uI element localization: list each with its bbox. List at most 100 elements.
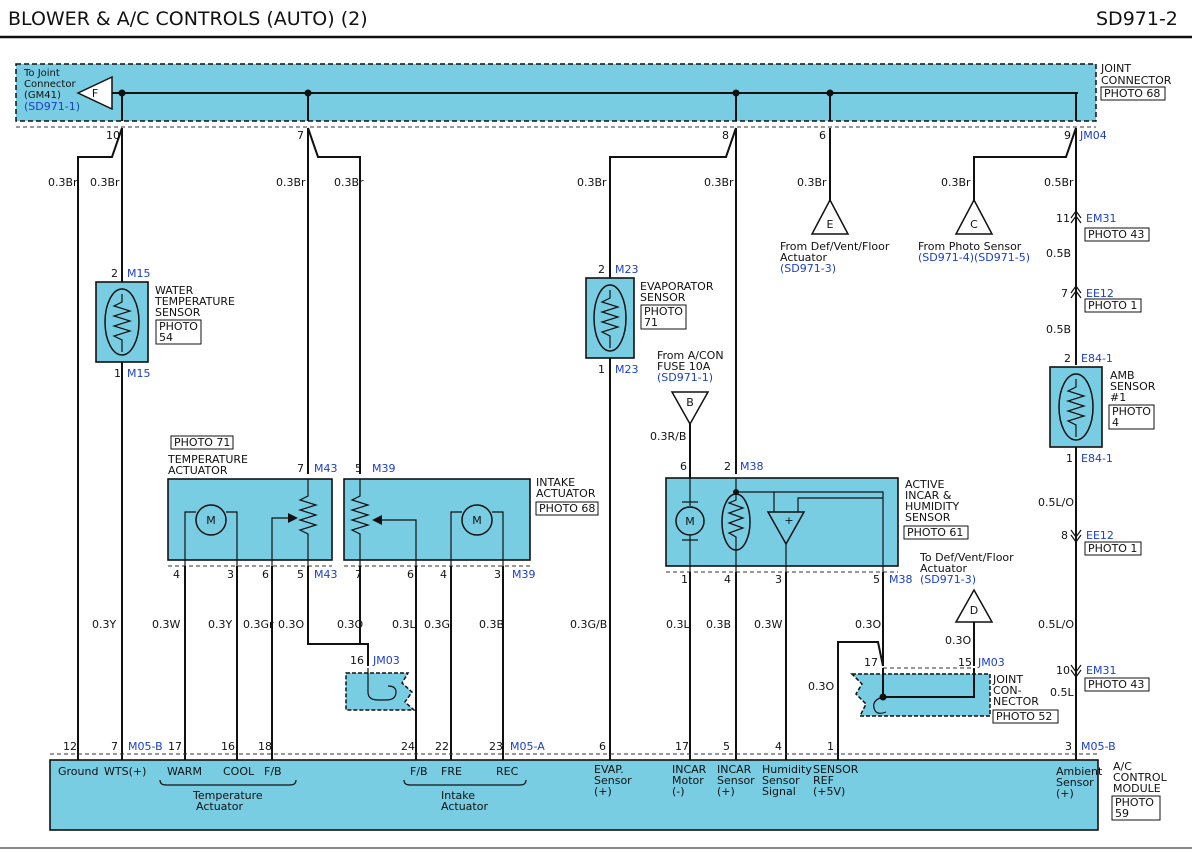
pin: 4 bbox=[173, 568, 180, 581]
inline-pin: 11 bbox=[1056, 212, 1070, 225]
amplifier-glyph: + bbox=[784, 514, 793, 527]
pin: 17 bbox=[168, 740, 182, 753]
wire-label: 0.3Br bbox=[577, 176, 607, 189]
flag-text: Actuator bbox=[780, 251, 827, 264]
motor-lead bbox=[226, 511, 238, 566]
flag-c-icon bbox=[954, 198, 994, 235]
pin: 22 bbox=[435, 740, 449, 753]
wiper-lead bbox=[271, 517, 290, 566]
pin: 2 bbox=[724, 460, 731, 473]
pin: 15 bbox=[958, 656, 972, 669]
ref-lead bbox=[736, 491, 884, 572]
flag-text: FUSE 10A bbox=[657, 360, 711, 373]
module-pin-label: REF bbox=[813, 774, 834, 787]
potentiometer-icon bbox=[349, 479, 371, 566]
flag-e: E From Def/Vent/Floor Actuator (SD971-3) bbox=[780, 198, 890, 275]
resistor-zigzag-icon bbox=[599, 290, 621, 348]
amplifier-icon bbox=[766, 511, 806, 546]
resistor-zigzag-icon bbox=[727, 478, 745, 572]
module-pin-label: WTS(+) bbox=[104, 765, 146, 778]
flag-f-letter: F bbox=[92, 87, 98, 100]
pin: 1 bbox=[827, 740, 834, 753]
pin: 2 bbox=[111, 267, 118, 280]
flag-c: C From Photo Sensor (SD971-4)(SD971-5) bbox=[918, 198, 1030, 264]
jm04-pin: 6 bbox=[819, 129, 826, 142]
photo-label: PHOTO bbox=[1115, 796, 1154, 809]
module-pin-label: FRE bbox=[441, 765, 462, 778]
pin: 16 bbox=[350, 654, 364, 667]
pin: 6 bbox=[599, 740, 606, 753]
motor-glyph: M bbox=[472, 514, 482, 527]
module-pin-label: Motor bbox=[672, 774, 704, 787]
connector-chevron-icon bbox=[1070, 289, 1082, 299]
wires-bottom bbox=[184, 566, 884, 760]
module-pin-label: Sensor bbox=[717, 774, 755, 787]
wire-evap-top bbox=[609, 127, 737, 278]
pin: 12 bbox=[63, 740, 77, 753]
module-pin-label: Signal bbox=[762, 785, 796, 798]
wiper-lead bbox=[380, 519, 417, 566]
wire-label: 0.3B bbox=[706, 618, 731, 631]
module-pin-label: (+5V) bbox=[813, 785, 845, 798]
pin: 7 bbox=[297, 462, 304, 475]
motor-lead bbox=[184, 511, 196, 566]
pin: 24 bbox=[401, 740, 415, 753]
wire-label: 0.3Br bbox=[90, 176, 120, 189]
jm03-label: NECTOR bbox=[993, 695, 1039, 708]
motor-lead bbox=[492, 511, 504, 566]
module-pin-label: F/B bbox=[410, 765, 428, 778]
photo-label: PHOTO 61 bbox=[907, 526, 963, 539]
potentiometer-icon bbox=[297, 479, 319, 566]
photo-label: PHOTO 68 bbox=[539, 502, 595, 515]
wires-top bbox=[77, 127, 1077, 760]
photo-label: 59 bbox=[1115, 807, 1129, 820]
incar-humidity-sensor: ACTIVE INCAR & HUMIDITY SENSOR PHOTO 61 … bbox=[665, 460, 969, 586]
flag-letter: B bbox=[686, 396, 694, 409]
pin: 1 bbox=[1066, 452, 1073, 465]
motor-glyph: M bbox=[206, 514, 216, 527]
group-label: Actuator bbox=[441, 800, 488, 813]
wire-label: 0.3W bbox=[152, 618, 180, 631]
motor-glyph: M bbox=[685, 515, 695, 528]
pin: 6 bbox=[407, 568, 414, 581]
intake-actuator-body bbox=[343, 478, 531, 561]
module-pin-label: Sensor bbox=[1056, 776, 1094, 789]
module-pin-label: COOL bbox=[223, 765, 255, 778]
group-label: Actuator bbox=[196, 800, 243, 813]
inline-pin: 10 bbox=[1056, 664, 1070, 677]
pin: 17 bbox=[864, 656, 878, 669]
pin: 23 bbox=[489, 740, 503, 753]
joint-connector-jm04: F To Joint Connector (GM41) (SD971-1) JO… bbox=[15, 62, 1172, 142]
flag-text: From A/CON bbox=[657, 349, 724, 362]
photo-box bbox=[992, 709, 1059, 724]
connector-chevron-icon bbox=[1070, 534, 1082, 544]
module-pin-label: Humidity bbox=[762, 763, 812, 776]
water-temperature-sensor: 2 M15 1 M15 WATER TEMPERATURE SENSOR PHO… bbox=[95, 267, 235, 760]
pin: 17 bbox=[675, 740, 689, 753]
wire-label: 0.3G/B bbox=[570, 618, 607, 631]
inline-photo-box bbox=[1084, 541, 1142, 556]
wire-labels: 0.3Br 0.3Br 0.3Br 0.3Br 0.3Br 0.3Br 0.3B… bbox=[48, 176, 1074, 699]
flag-text: To Def/Vent/Floor bbox=[919, 551, 1014, 564]
jm04-pin: 9 bbox=[1064, 129, 1071, 142]
amp-lead bbox=[797, 497, 883, 512]
connector-chevron-icon bbox=[1070, 669, 1082, 679]
jm04-pin: 10 bbox=[106, 129, 120, 142]
conn: M43 bbox=[314, 462, 338, 475]
pin: 7 bbox=[111, 740, 118, 753]
joint-connector-label1: JOINT bbox=[1100, 62, 1131, 75]
flag-text: From Def/Vent/Floor bbox=[780, 240, 890, 253]
module-pin-label: INCAR bbox=[672, 763, 707, 776]
module-pin-label: INCAR bbox=[717, 763, 752, 776]
photo-box bbox=[903, 525, 969, 540]
inline-photo: PHOTO 43 bbox=[1088, 228, 1144, 241]
module-pin-label: EVAP. bbox=[594, 763, 624, 776]
photo-label: 71 bbox=[644, 316, 658, 329]
resistor-zigzag-icon bbox=[111, 294, 133, 352]
inline-photo-box bbox=[1084, 227, 1150, 242]
pin: 2 bbox=[1064, 352, 1071, 365]
intake-actuator: INTAKE ACTUATOR PHOTO 68 5 M39 M 7 6 4 3… bbox=[343, 462, 599, 581]
incar-sensor-name: INCAR & bbox=[905, 489, 952, 502]
wire-label: 0.3G bbox=[424, 618, 450, 631]
wire-label: 0.3L bbox=[666, 618, 690, 631]
